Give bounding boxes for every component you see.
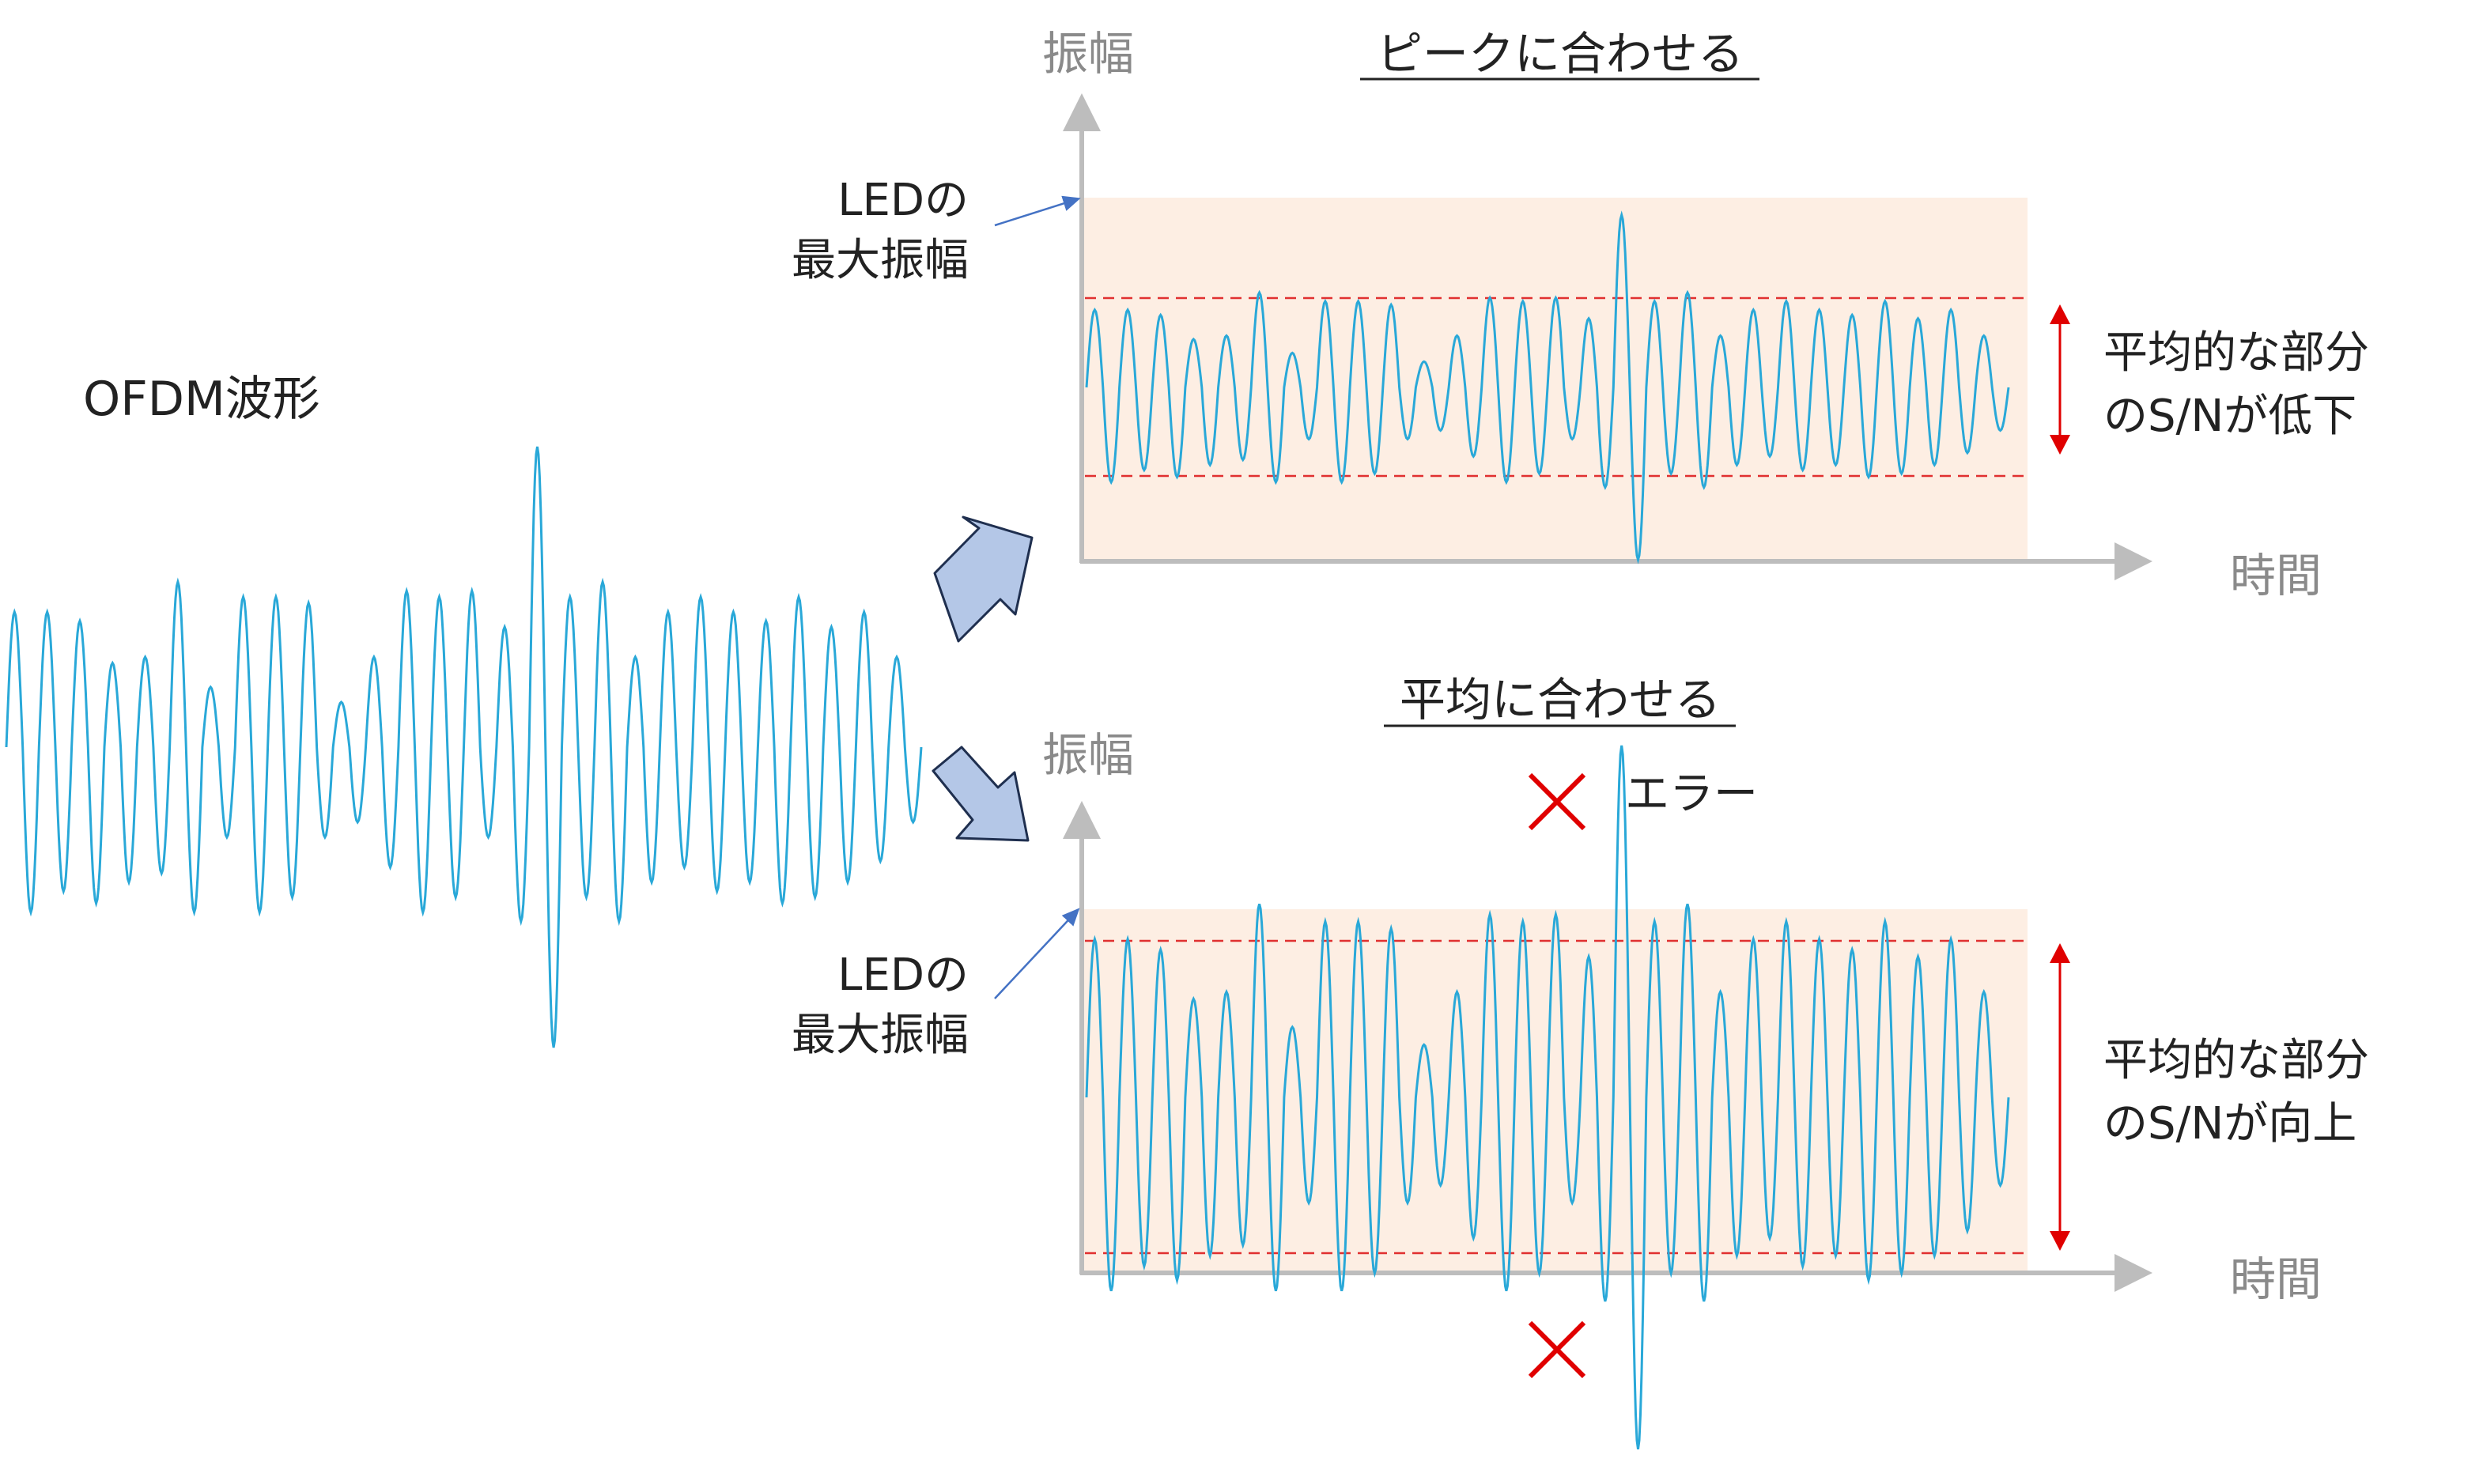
error-cross-top-icon xyxy=(1528,772,1586,831)
top-led-label-line2: 最大振幅 xyxy=(792,235,969,286)
bottom-led-label-line2: 最大振幅 xyxy=(792,1010,969,1061)
top-range-arrow xyxy=(2050,304,2070,455)
bottom-range-label-line1: 平均的な部分 xyxy=(2103,1035,2369,1086)
top-led-label-line1: LEDの xyxy=(837,175,969,226)
ofdm-waveform-label: OFDM波形 xyxy=(83,372,320,427)
error-cross-bottom-icon xyxy=(1528,1320,1586,1379)
bottom-led-label-line1: LEDの xyxy=(837,950,969,1001)
ofdm-source-waveform xyxy=(5,446,923,1048)
top-panel: ピークに合わせる 振幅 時間 平均的な部分 のS/Nが低下 LEDの 最大振幅 xyxy=(792,27,2369,602)
bottom-scaled-waveform xyxy=(1085,745,2010,1450)
bottom-range-arrow xyxy=(2050,943,2070,1251)
bottom-y-axis-label: 振幅 xyxy=(1042,728,1134,782)
bottom-led-range-band xyxy=(1082,909,2028,1273)
bottom-panel: 平均に合わせる 振幅 時間 平均的な部分 のS/Nが向上 LEDの 最大振幅 エ… xyxy=(792,673,2369,1450)
top-scaled-waveform xyxy=(1085,210,2010,565)
top-led-range-band xyxy=(1082,198,2028,561)
error-label: エラー xyxy=(1625,768,1758,820)
top-y-axis-label: 振幅 xyxy=(1042,27,1134,81)
bottom-panel-title: 平均に合わせる xyxy=(1400,673,1721,727)
block-arrow-up-right xyxy=(933,515,1034,643)
top-panel-title: ピークに合わせる xyxy=(1377,27,1744,81)
block-arrow-down-right xyxy=(932,746,1030,842)
top-range-label-line2: のS/Nが低下 xyxy=(2103,391,2356,442)
bottom-led-pointer-arrow xyxy=(994,908,1080,999)
bottom-range-label-line2: のS/Nが向上 xyxy=(2103,1098,2356,1150)
top-range-label-line1: 平均的な部分 xyxy=(2103,327,2369,379)
bottom-x-axis-label: 時間 xyxy=(2230,1252,2322,1306)
top-x-axis-label: 時間 xyxy=(2230,549,2322,602)
top-led-pointer-arrow xyxy=(994,195,1081,227)
